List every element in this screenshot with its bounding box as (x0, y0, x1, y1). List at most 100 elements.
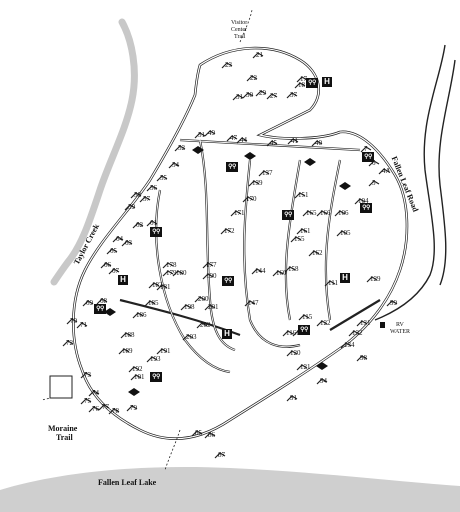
campsite-185: 185 (148, 299, 159, 307)
campsite-115: 115 (302, 313, 313, 321)
campsite-spur (230, 210, 242, 217)
campsite-178: 178 (166, 261, 177, 269)
campsite-172: 172 (224, 227, 235, 235)
campsite-44: 44 (240, 136, 247, 144)
campsite-spur (354, 198, 366, 205)
campsite-spur (226, 135, 238, 142)
campsite-189: 189 (122, 347, 133, 355)
campsite-spur (360, 146, 372, 153)
restroom-icon: ⚲⚲ (94, 304, 106, 314)
campsite-spur (266, 93, 278, 100)
campsite-171: 171 (234, 209, 245, 217)
campsite-spur (252, 52, 264, 59)
campsite-spur (296, 76, 308, 83)
campsite-spur (118, 348, 130, 355)
campsite-spur (282, 330, 294, 337)
campsite-spur (132, 222, 144, 229)
campsite-spur (251, 268, 263, 275)
campsite-132: 132 (352, 329, 363, 337)
campsite-37: 37 (290, 91, 297, 99)
fallen-leaf-lake-label: Fallen Leaf Lake (98, 478, 157, 487)
campsite-170: 170 (246, 195, 257, 203)
campsite-spur (182, 334, 194, 341)
campsite-spur (308, 250, 320, 257)
campsite-spur (168, 162, 180, 169)
host-icon: H (340, 273, 350, 283)
campsite-spur (336, 230, 348, 237)
campsite-spur (296, 364, 308, 371)
campsite-spur (214, 452, 226, 459)
campsite-spur (340, 342, 352, 349)
campsite-198: 198 (184, 303, 195, 311)
campsite-spur (174, 145, 186, 152)
visitor-center-trail-label-3: Trail (234, 34, 246, 40)
campsite-spur (302, 210, 314, 217)
campsite-158: 158 (288, 265, 299, 273)
campsite-spur (88, 390, 100, 397)
campsite-119: 119 (296, 329, 307, 337)
campsite-spur (66, 318, 78, 325)
outer-loop-road (72, 46, 409, 440)
campsite-spur (204, 130, 216, 137)
rv-water-label-2: WATER (390, 329, 410, 335)
campsite-22: 22 (250, 74, 257, 82)
campsite-51: 51 (198, 131, 205, 139)
campsite-spur (88, 406, 100, 413)
campsite-41: 41 (291, 137, 298, 145)
campsite-spur (294, 82, 306, 89)
campsite-spur (82, 300, 94, 307)
campsite-spur (356, 355, 368, 362)
campsite-spur (284, 266, 296, 273)
campsite-spur (194, 296, 206, 303)
campsite-200: 200 (198, 295, 209, 303)
campsite-spur (298, 314, 310, 321)
campsite-spur (248, 180, 260, 187)
campsite-spur (236, 137, 248, 144)
moraine-trail-label-1: Moraine (48, 424, 78, 433)
campsite-78: 78 (112, 407, 119, 415)
campsite-155: 155 (294, 235, 305, 243)
campsite-98: 98 (360, 354, 367, 362)
campsite-105: 105 (340, 229, 351, 237)
campsite-spur (76, 322, 88, 329)
campsite-106: 106 (338, 209, 349, 217)
campsite-87: 87 (218, 451, 225, 459)
campsite-spur (294, 192, 306, 199)
campsite-spur (194, 132, 206, 139)
campsite-151: 151 (298, 191, 309, 199)
campsite-191: 191 (160, 347, 171, 355)
campsite-spur (128, 366, 140, 373)
campsite-192: 192 (132, 365, 143, 373)
campsite-165: 165 (306, 209, 317, 217)
fallen-leaf-road (374, 44, 446, 321)
restroom-icon: ⚲⚲ (222, 276, 234, 286)
campsite-202: 202 (200, 321, 211, 329)
restroom-icon: ⚲⚲ (298, 325, 310, 335)
campsite-spur (386, 300, 398, 307)
campsite-spur (232, 94, 244, 101)
campsite-spur (366, 276, 378, 283)
campsite-31: 31 (236, 93, 243, 101)
campsite-spur (148, 282, 160, 289)
campsite-spur (162, 270, 174, 277)
campsite-spur (98, 404, 110, 411)
campsite-144: 144 (255, 267, 266, 275)
campsite-67: 67 (112, 267, 119, 275)
campsite-spur (146, 185, 158, 192)
campsite-spur (378, 168, 390, 175)
campsite-56: 56 (150, 184, 157, 192)
campsite-spur (272, 270, 284, 277)
lake-trail (164, 429, 181, 471)
campsite-111: 111 (328, 279, 338, 287)
campsite-spur (246, 75, 258, 82)
campsite-spur (296, 228, 308, 235)
campsite-spur (124, 204, 136, 211)
campsite-6: 6 (372, 159, 376, 167)
campsite-79: 79 (130, 404, 137, 412)
campsite-54: 54 (172, 161, 179, 169)
campsite-spur (96, 298, 108, 305)
campsite-68: 68 (100, 297, 107, 305)
campsite-64: 64 (116, 235, 123, 243)
restroom-markers (104, 146, 385, 396)
